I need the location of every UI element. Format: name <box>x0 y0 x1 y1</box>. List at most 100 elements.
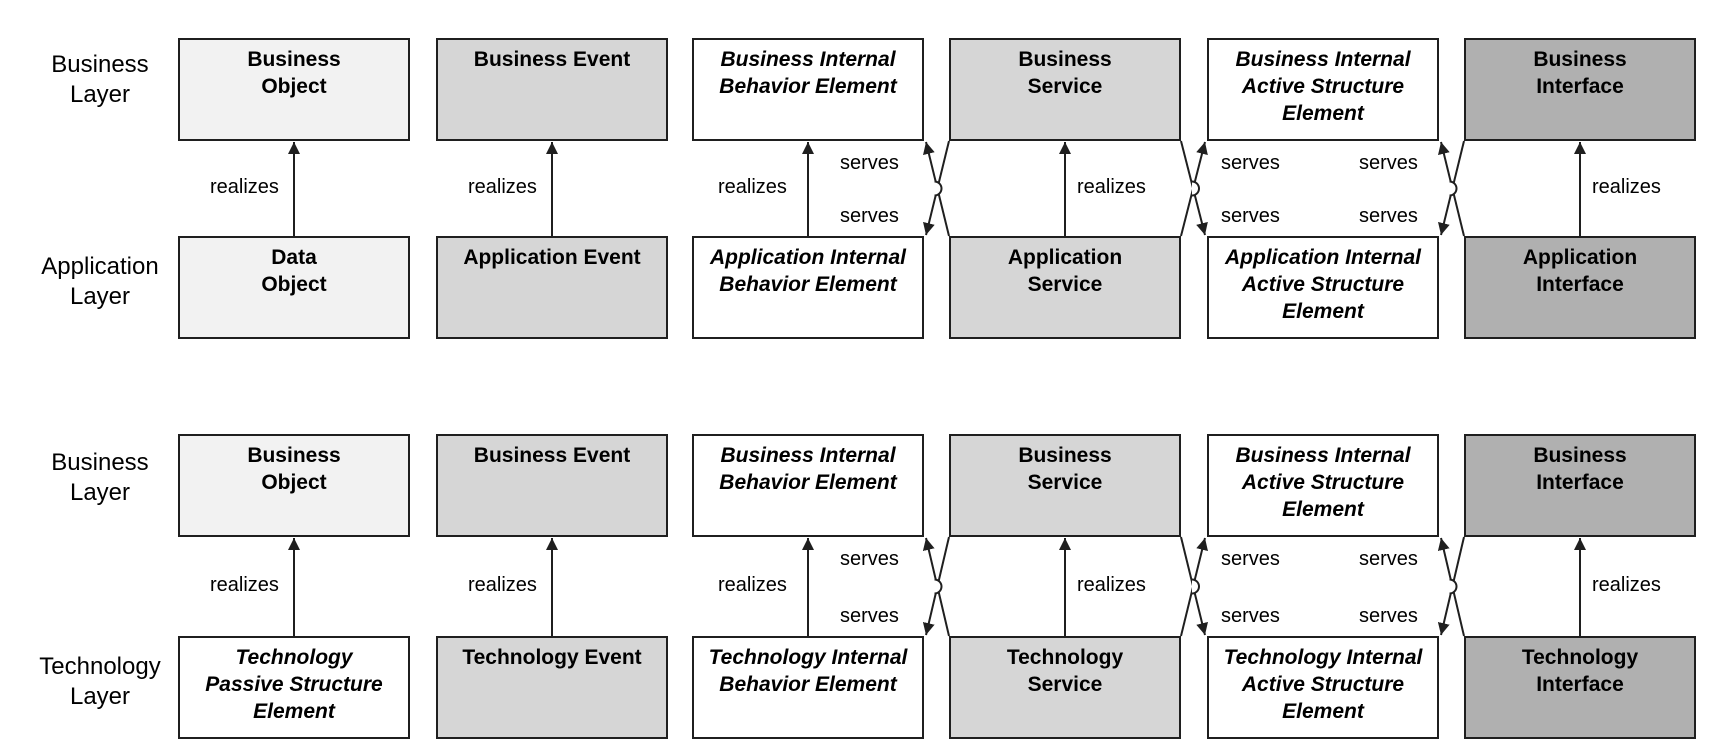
element-label-line: Business <box>1533 48 1627 71</box>
layer-label-line: Layer <box>69 283 131 310</box>
element-label-line: Business Event <box>473 444 631 467</box>
layer-label-line: Business <box>51 449 149 476</box>
serves-label: serves <box>1359 152 1418 174</box>
element-label-line: Active Structure <box>1241 471 1405 494</box>
element-label-line: Service <box>1027 273 1103 296</box>
element-label-line: Application <box>1007 246 1123 269</box>
element-label-line: Business <box>1018 48 1112 71</box>
element-label-line: Active Structure <box>1241 273 1405 296</box>
serves-label: serves <box>840 205 899 227</box>
serves-label: serves <box>840 548 899 570</box>
element-label-line: Behavior Element <box>719 273 897 296</box>
element-label-line: Active Structure <box>1241 673 1405 696</box>
element-label-line: Technology Event <box>462 646 642 669</box>
realizes-label: realizes <box>1592 573 1661 596</box>
element-label-line: Behavior Element <box>719 673 897 696</box>
element-box-business-event: Business Event <box>436 38 668 141</box>
element-label-line: Behavior Element <box>719 471 897 494</box>
line-jump <box>1449 180 1458 197</box>
serves-label: serves <box>1359 548 1418 570</box>
layer-label-line: Technology <box>39 653 161 680</box>
realizes-label: realizes <box>210 175 279 198</box>
element-label-line: Service <box>1027 75 1103 98</box>
serves-label: serves <box>1221 548 1280 570</box>
serves-label: serves <box>1359 605 1418 627</box>
element-label-line: Technology Internal <box>1223 646 1423 669</box>
layer-label-line: Business <box>51 51 149 78</box>
element-label-line: Active Structure <box>1241 75 1405 98</box>
line-jump <box>1449 578 1458 595</box>
element-label-line: Business Internal <box>1235 444 1411 467</box>
element-label-line: Element <box>1282 498 1364 521</box>
element-label-line: Business Internal <box>720 48 896 71</box>
serves-label: serves <box>1359 205 1418 227</box>
element-label-line: Object <box>261 75 327 98</box>
realizes-label: realizes <box>1592 175 1661 198</box>
element-label-line: Passive Structure <box>205 673 383 696</box>
element-box-application-event: Application Event <box>436 236 668 339</box>
element-label-line: Business <box>247 444 341 467</box>
layer-label-line: Application <box>41 253 159 280</box>
element-box-business-event: Business Event <box>436 434 668 537</box>
serves-label: serves <box>1221 152 1280 174</box>
layer-label-line: Layer <box>69 683 131 710</box>
element-label-line: Technology <box>1521 646 1639 669</box>
realizes-label: realizes <box>718 573 787 596</box>
element-box-technology-event: Technology Event <box>436 636 668 739</box>
element-label-line: Business Internal <box>720 444 896 467</box>
line-jump <box>934 578 943 595</box>
element-label-line: Business <box>1018 444 1112 467</box>
element-label-line: Interface <box>1536 673 1624 696</box>
element-label-line: Application <box>1522 246 1638 269</box>
element-label-line: Application Internal <box>1224 246 1421 269</box>
element-label-line: Technology Internal <box>708 646 908 669</box>
element-label-line: Element <box>1282 700 1364 723</box>
element-label-line: Data <box>271 246 317 269</box>
line-jump <box>934 180 943 197</box>
element-label-line: Technology <box>235 646 353 669</box>
serves-label: serves <box>840 152 899 174</box>
serves-label: serves <box>1221 605 1280 627</box>
element-label-line: Interface <box>1536 471 1624 494</box>
element-label-line: Business Internal <box>1235 48 1411 71</box>
element-label-line: Business <box>247 48 341 71</box>
serves-label: serves <box>840 605 899 627</box>
line-jump <box>1191 578 1200 595</box>
element-label-line: Behavior Element <box>719 75 897 98</box>
element-label-line: Service <box>1027 673 1103 696</box>
layer-label-line: Layer <box>69 479 131 506</box>
element-label-line: Service <box>1027 471 1103 494</box>
element-label-line: Business Event <box>473 48 631 71</box>
realizes-label: realizes <box>1077 175 1146 198</box>
element-label-line: Interface <box>1536 273 1624 296</box>
element-label-line: Object <box>261 471 327 494</box>
realizes-label: realizes <box>468 573 537 596</box>
serves-label: serves <box>1221 205 1280 227</box>
element-label-line: Object <box>261 273 327 296</box>
element-label-line: Interface <box>1536 75 1624 98</box>
element-label-line: Business <box>1533 444 1627 467</box>
element-label-line: Application Event <box>463 246 641 269</box>
realizes-label: realizes <box>718 175 787 198</box>
